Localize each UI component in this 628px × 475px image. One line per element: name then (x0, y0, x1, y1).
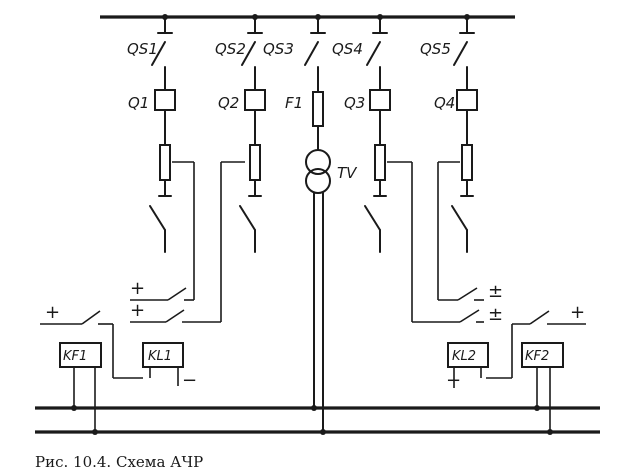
right-control-circuit (412, 287, 586, 435)
label-kf2: KF2 (525, 349, 549, 364)
current-transformer-q1 (159, 144, 171, 181)
label-qs2: QS2 (215, 40, 246, 58)
label-q2: Q2 (218, 94, 239, 112)
polarity-minus-kl2: − (446, 370, 461, 391)
vt-node (311, 405, 317, 411)
vt-winding-top (305, 149, 331, 175)
label-qs3: QS3 (263, 40, 294, 58)
polarity-minus-kl1: − (182, 370, 197, 391)
vt-winding-bottom (305, 168, 331, 194)
current-transformer-q4 (461, 144, 473, 181)
feeder-1 (149, 16, 195, 300)
breaker-q4-box (456, 89, 478, 111)
fuse-f1 (312, 91, 324, 127)
relay-kl2-box (447, 342, 489, 368)
polarity-plus-minus-q4: ± (488, 281, 503, 302)
label-q4: Q4 (434, 94, 455, 112)
current-transformer-q2 (249, 144, 261, 181)
label-kl2: KL2 (452, 349, 476, 364)
polarity-plus-kf2: + (570, 302, 585, 323)
polarity-plus-q1: + (130, 278, 145, 299)
feeder-2 (220, 16, 266, 322)
figure-caption: Рис. 10.4. Схема АЧР (35, 453, 203, 471)
relay-kf1-box (59, 342, 102, 368)
label-kf1: KF1 (63, 349, 87, 364)
breaker-q1-box (154, 89, 176, 111)
polarity-plus-q2: + (130, 300, 145, 321)
current-transformer-q3 (374, 144, 386, 181)
label-qs1: QS1 (127, 40, 158, 58)
left-control-circuit (40, 287, 221, 435)
relay-kl1-box (142, 342, 184, 368)
label-f1: F1 (285, 94, 303, 112)
relay-kf2-box (521, 342, 564, 368)
label-q3: Q3 (344, 94, 365, 112)
feeder-3-voltage-transformer (304, 16, 331, 433)
feeder-4 (364, 16, 413, 322)
label-kl1: KL1 (148, 349, 172, 364)
breaker-q3-box (369, 89, 391, 111)
polarity-plus-minus-q3: ± (488, 304, 503, 325)
polarity-plus-kf1: + (45, 302, 60, 323)
label-qs5: QS5 (420, 40, 451, 58)
vt-node (320, 429, 326, 435)
label-tv: TV (337, 164, 358, 182)
label-q1: Q1 (128, 94, 149, 112)
label-qs4: QS4 (332, 40, 363, 58)
feeder-5 (437, 16, 478, 300)
breaker-q2-box (244, 89, 266, 111)
